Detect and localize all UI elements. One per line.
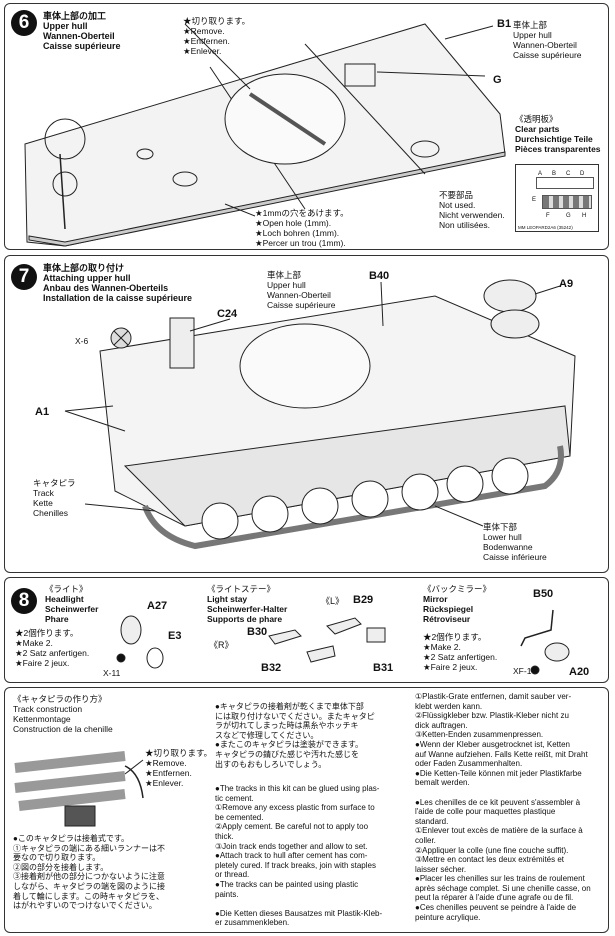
sprue-letter: F (546, 213, 550, 219)
headlight-caption: 《ライト》 Headlight Scheinwerfer Phare (45, 584, 99, 624)
not-used-note: 不要部品 Not used. Nicht verwenden. Non util… (439, 190, 505, 230)
step-number: 8 (11, 588, 37, 614)
hull-assembly-drawing (64, 279, 576, 550)
part-a27: A27 (147, 600, 168, 612)
step-title: 車体上部の加工 Upper hull Wannen-Oberteil Caiss… (43, 11, 121, 51)
track-drawing (14, 751, 144, 827)
mirror-caption: 《バックミラー》 Mirror Rückspiegel Rétroviseur (423, 584, 492, 624)
b1-caption: 車体上部 Upper hull Wannen-Oberteil Caisse s… (513, 20, 582, 60)
right-label: 《R》 (209, 640, 234, 650)
step-number: 7 (11, 264, 37, 290)
lower-hull-caption: 車体下部 Lower hull Bodenwanne Caisse inféri… (483, 522, 547, 562)
step7-panel: 7 車体上部の取り付け Attaching upper hull Anbau d… (4, 255, 609, 573)
track-remove-note: ★切り取ります。 ★Remove. ★Entfernen. ★Enlever. (145, 748, 213, 788)
sprue-letter: G (566, 213, 571, 219)
left-label: 《L》 (321, 596, 345, 606)
part-c24: C24 (217, 308, 238, 320)
part-b40: B40 (369, 270, 390, 282)
track-ja-col1: ●このキャタピラは接着式です。①キャタピラの端にある細いランナーは不要なので切り… (13, 834, 165, 911)
hole-note: ★1mmの穴をあけます。 ★Open hole (1mm). ★Loch boh… (255, 208, 349, 248)
part-b29: B29 (353, 594, 374, 606)
upper-hull-caption: 車体上部 Upper hull Wannen-Oberteil Caisse s… (267, 270, 336, 310)
part-g: G (493, 74, 502, 86)
track-title: 《キャタピラの作り方》 Track construction Kettenmon… (13, 694, 113, 734)
step8-drawing (116, 609, 570, 675)
step6-panel: 6 車体上部の加工 Upper hull Wannen-Oberteil Cai… (4, 3, 609, 250)
headlight-make-note: ★2個作ります。 ★Make 2. ★2 Satz anfertigen. ★F… (15, 628, 90, 668)
sprue-letter: E (532, 197, 537, 203)
sprue-letter: D (580, 171, 585, 177)
remove-note: ★切り取ります。 ★Remove. ★Entfernen. ★Enlever. (183, 16, 251, 56)
track-ja-col2: ●キャタピラの接着剤が乾くまで車体下部には取り付けないでください。またキャタピラ… (215, 702, 375, 769)
clear-parts-sprue: A B C D E F G H MM LEOPARD2A6 (35242) (515, 164, 599, 232)
step8-panel: 8 《ライト》 Headlight Scheinwerfer Phare A27… (4, 577, 609, 683)
paint-xf1: XF-1 (513, 666, 532, 676)
part-b30: B30 (247, 626, 268, 638)
clear-parts-caption: 《透明板》 Clear parts Durchsichtige Teile Pi… (515, 114, 601, 154)
part-a9: A9 (559, 278, 574, 290)
step-title: 車体上部の取り付け Attaching upper hull Anbau des… (43, 263, 193, 303)
track-caption: キャタピラ Track Kette Chenilles (33, 478, 76, 518)
part-e3: E3 (168, 630, 182, 642)
part-b50: B50 (533, 588, 554, 600)
part-b1: B1 (497, 18, 512, 30)
track-en-col: ●The tracks in this kit can be glued usi… (215, 784, 383, 928)
part-a20: A20 (569, 666, 590, 678)
part-b31: B31 (373, 662, 394, 674)
sprue-letter: A (538, 171, 543, 177)
sprue-letter: H (582, 213, 587, 219)
track-panel: 《キャタピラの作り方》 Track construction Kettenmon… (4, 687, 609, 933)
paint-x6: X-6 (75, 336, 89, 346)
track-de-fr-col: ①Plastik-Grate entfernen, damit sauber v… (415, 692, 591, 922)
sprue-letter: B (552, 171, 557, 177)
part-b32: B32 (261, 662, 282, 674)
step-number: 6 (11, 10, 37, 36)
mirror-make-note: ★2個作ります。 ★Make 2. ★2 Satz anfertigen. ★F… (423, 632, 498, 672)
upper-hull-drawing (24, 23, 506, 247)
sprue-letter: C (566, 171, 571, 177)
part-a1: A1 (35, 406, 50, 418)
light-stay-caption: 《ライトステー》 Light stay Scheinwerfer-Halter … (207, 584, 288, 624)
paint-x11: X-11 (103, 668, 121, 678)
sprue-caption: MM LEOPARD2A6 (35242) (518, 225, 573, 230)
